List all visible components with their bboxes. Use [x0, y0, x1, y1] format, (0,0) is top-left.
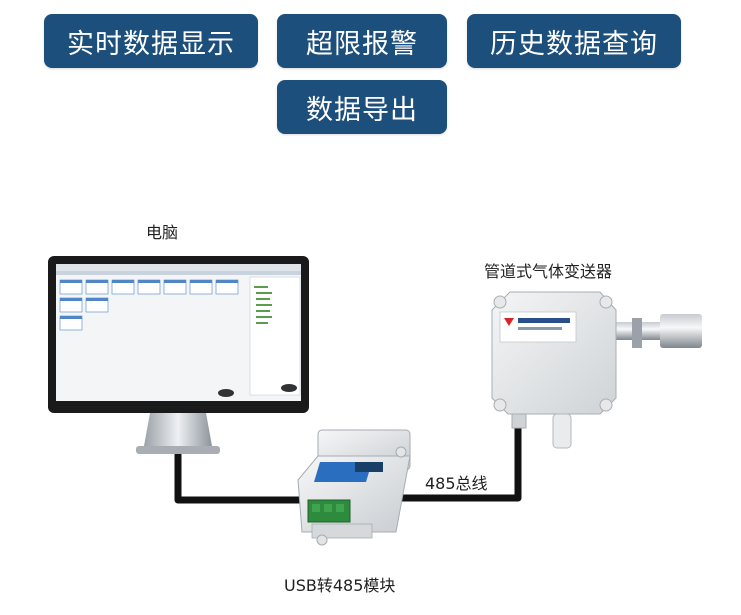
data-export-button[interactable]: 数据导出 [277, 80, 447, 134]
over-limit-alarm-button[interactable]: 超限报警 [277, 14, 447, 68]
computer-monitor [48, 256, 309, 454]
realtime-display-button[interactable]: 实时数据显示 [44, 14, 258, 68]
cable-pc-to-module [174, 452, 305, 504]
usb-485-module [297, 429, 411, 546]
transmitter-label: 管道式气体变送器 [484, 262, 613, 281]
computer-label: 电脑 [146, 223, 179, 242]
history-query-button[interactable]: 历史数据查询 [467, 14, 681, 68]
pipe-gas-transmitter [491, 291, 702, 449]
module-label: USB转485模块 [284, 576, 396, 595]
bus-label: 485总线 [425, 474, 488, 493]
cable-module-to-sensor [400, 420, 522, 502]
